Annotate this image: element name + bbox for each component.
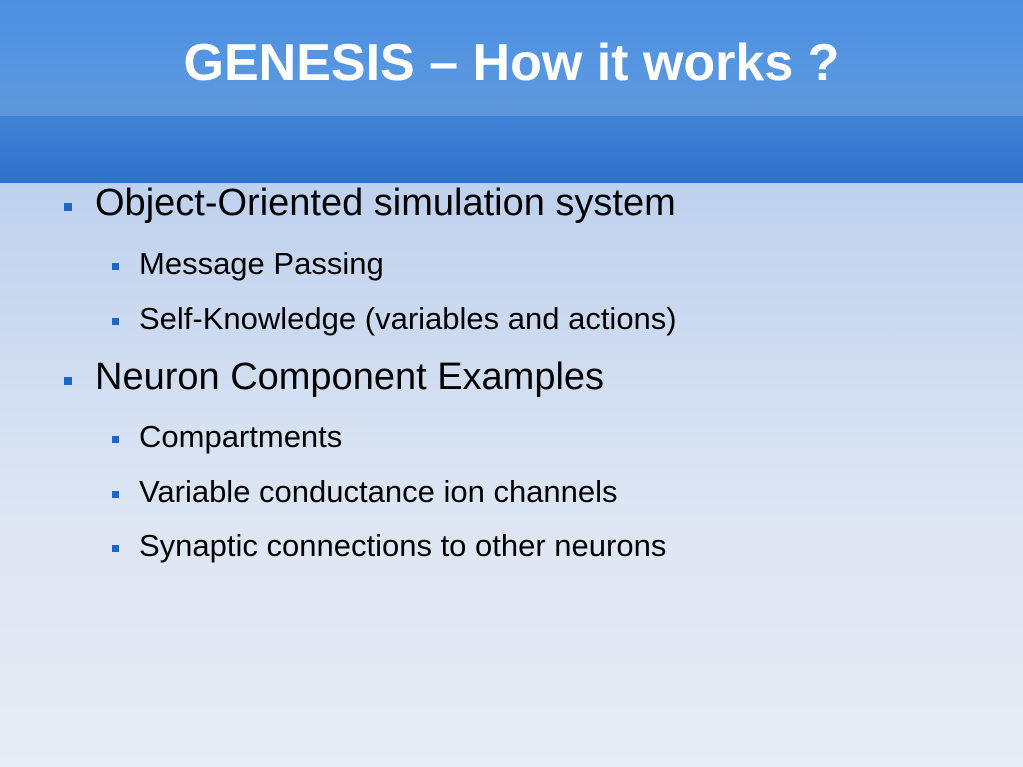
sub-bullet-item: Synaptic connections to other neurons (112, 527, 667, 565)
sub-bullet-item: Message Passing (112, 245, 384, 283)
square-bullet-icon (64, 377, 72, 385)
slide-title: GENESIS – How it works ? (183, 34, 840, 92)
title-bar (0, 0, 1023, 116)
square-bullet-icon (112, 491, 119, 498)
square-bullet-icon (112, 545, 119, 552)
sub-bullet-item: Self-Knowledge (variables and actions) (112, 300, 677, 338)
square-bullet-icon (64, 203, 72, 211)
square-bullet-icon (112, 318, 119, 325)
bullet-item: Object-Oriented simulation system (64, 180, 676, 226)
bullet-text: Object-Oriented simulation system (95, 182, 676, 224)
bullet-item: Neuron Component Examples (64, 354, 605, 400)
sub-bullet-text: Self-Knowledge (variables and actions) (139, 301, 677, 336)
sub-bullet-text: Message Passing (139, 246, 384, 281)
title-bar-band (0, 116, 1023, 183)
sub-bullet-text: Compartments (139, 419, 343, 454)
square-bullet-icon (112, 263, 119, 270)
sub-bullet-item: Compartments (112, 418, 343, 456)
square-bullet-icon (112, 436, 119, 443)
sub-bullet-text: Variable conductance ion channels (139, 474, 618, 509)
sub-bullet-text: Synaptic connections to other neurons (139, 528, 667, 563)
sub-bullet-item: Variable conductance ion channels (112, 473, 618, 511)
bullet-text: Neuron Component Examples (95, 356, 605, 398)
